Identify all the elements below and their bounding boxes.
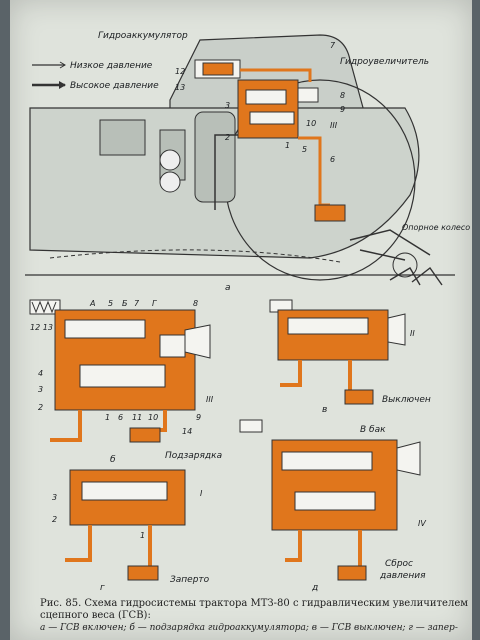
fig-a: а — [225, 283, 231, 293]
b-num-12-13: 12 13 — [30, 323, 53, 332]
b-num-B: Б — [122, 299, 128, 308]
d-label-release-2: давления — [379, 571, 426, 581]
b-num-14: 14 — [182, 427, 192, 436]
b-num-6: 6 — [118, 413, 123, 422]
b-num-5: 5 — [108, 299, 113, 308]
b-num-G: Г — [152, 299, 157, 308]
fig-b: б — [110, 455, 116, 465]
caption-sub: а — ГСВ включен; б — подзарядка гидроакк… — [40, 623, 458, 633]
fig-v: в — [322, 405, 327, 415]
v-label-off: Выключен — [382, 395, 431, 405]
book-page: Гидроаккумулятор Гидроувеличитель Низкое… — [10, 0, 472, 640]
b-num-11: 11 — [132, 413, 142, 422]
top-num-10: 10 — [306, 119, 316, 128]
legend-high-pressure: Высокое давление — [70, 81, 159, 91]
panel-v-schematic — [269, 299, 406, 405]
top-num-9: 9 — [340, 105, 345, 114]
top-num-8: 8 — [340, 91, 345, 100]
top-num-2: 2 — [225, 133, 230, 142]
label-support-wheel: Опорное колесо — [402, 223, 470, 232]
d-label-to-tank: В бак — [360, 425, 386, 435]
top-num-12: 12 — [175, 67, 185, 76]
top-num-5: 5 — [302, 145, 307, 154]
top-num-13: 13 — [175, 83, 185, 92]
d-label-release-1: Сброс — [385, 559, 413, 569]
d-num-IV: IV — [418, 519, 426, 528]
top-num-7: 7 — [330, 41, 336, 50]
g-num-2: 2 — [52, 515, 57, 524]
b-num-III: III — [206, 395, 214, 404]
top-num-3: 3 — [225, 101, 230, 110]
panel-d-schematic — [239, 419, 421, 581]
panel-b-schematic — [29, 299, 211, 443]
b-label-recharge: Подзарядка — [165, 451, 222, 461]
g-num-1: 1 — [140, 531, 145, 540]
top-num-1: 1 — [285, 141, 290, 150]
b-num-3: 3 — [38, 385, 43, 394]
fig-d: д — [311, 583, 318, 593]
figure-caption: Рис. 85. Схема гидросистемы трактора МТЗ… — [40, 598, 472, 634]
legend-low-pressure: Низкое давление — [70, 61, 153, 71]
b-num-2: 2 — [38, 403, 43, 412]
b-num-4: 4 — [38, 369, 43, 378]
label-accumulator: Гидроаккумулятор — [98, 31, 188, 41]
fig-g: г — [100, 583, 105, 593]
panel-g-schematic — [65, 469, 186, 581]
caption-main: Рис. 85. Схема гидросистемы трактора МТЗ… — [40, 598, 469, 621]
label-booster: Гидроувеличитель — [340, 57, 429, 67]
v-num-II: II — [410, 329, 415, 338]
hydraulic-diagram: Гидроаккумулятор Гидроувеличитель Низкое… — [25, 31, 470, 593]
g-num-I: I — [200, 489, 203, 498]
b-num-10: 10 — [148, 413, 158, 422]
b-num-1: 1 — [105, 413, 110, 422]
b-num-7: 7 — [134, 299, 140, 308]
b-num-8: 8 — [193, 299, 198, 308]
g-num-3: 3 — [52, 493, 57, 502]
top-num-6: 6 — [330, 155, 335, 164]
b-num-9: 9 — [196, 413, 201, 422]
g-label-locked: Заперто — [170, 575, 210, 585]
b-num-A: А — [89, 299, 95, 308]
tractor-schematic — [25, 34, 455, 286]
top-num-III: III — [330, 121, 338, 130]
